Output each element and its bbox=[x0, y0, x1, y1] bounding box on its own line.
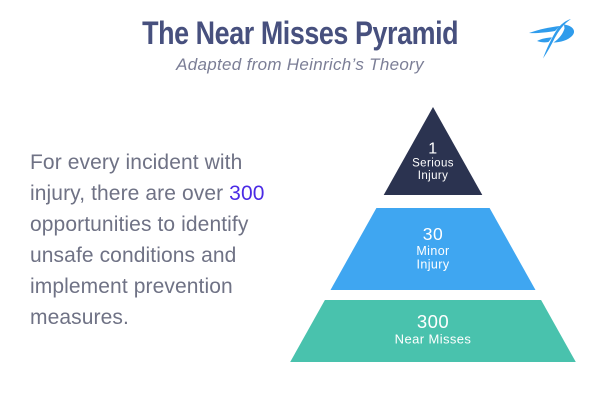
description-text: For every incident with injury, there ar… bbox=[30, 147, 272, 333]
header: The Near Misses Pyramid Adapted from Hei… bbox=[0, 14, 600, 75]
swoosh-p-logo-icon bbox=[527, 17, 577, 61]
pyramid-level-serious-injury-value: 1 bbox=[428, 141, 437, 158]
description-highlight-number: 300 bbox=[229, 182, 265, 205]
page-title: The Near Misses Pyramid bbox=[141, 15, 459, 51]
pyramid-level-serious-injury-label-line2: Injury bbox=[418, 170, 449, 182]
pyramid-level-near-misses bbox=[290, 300, 576, 362]
pyramid-level-minor-injury-label-line2: Injury bbox=[417, 258, 450, 272]
pyramid-level-near-misses-value: 300 bbox=[417, 311, 449, 332]
description-post: opportunities to identify unsafe conditi… bbox=[30, 213, 249, 329]
description-pre: For every incident with injury, there ar… bbox=[30, 151, 243, 205]
pyramid-level-minor-injury-value: 30 bbox=[423, 224, 443, 244]
pyramid-level-minor-injury bbox=[330, 208, 536, 290]
pyramid-level-serious-injury bbox=[383, 107, 483, 195]
pyramid-level-near-misses-label-line1: Near Misses bbox=[395, 332, 472, 347]
pyramid-level-serious-injury-label-line1: Serious bbox=[412, 158, 454, 170]
pyramid-level-minor-injury-label-line1: Minor bbox=[416, 244, 449, 258]
page-subtitle: Adapted from Heinrich’s Theory bbox=[176, 55, 424, 74]
